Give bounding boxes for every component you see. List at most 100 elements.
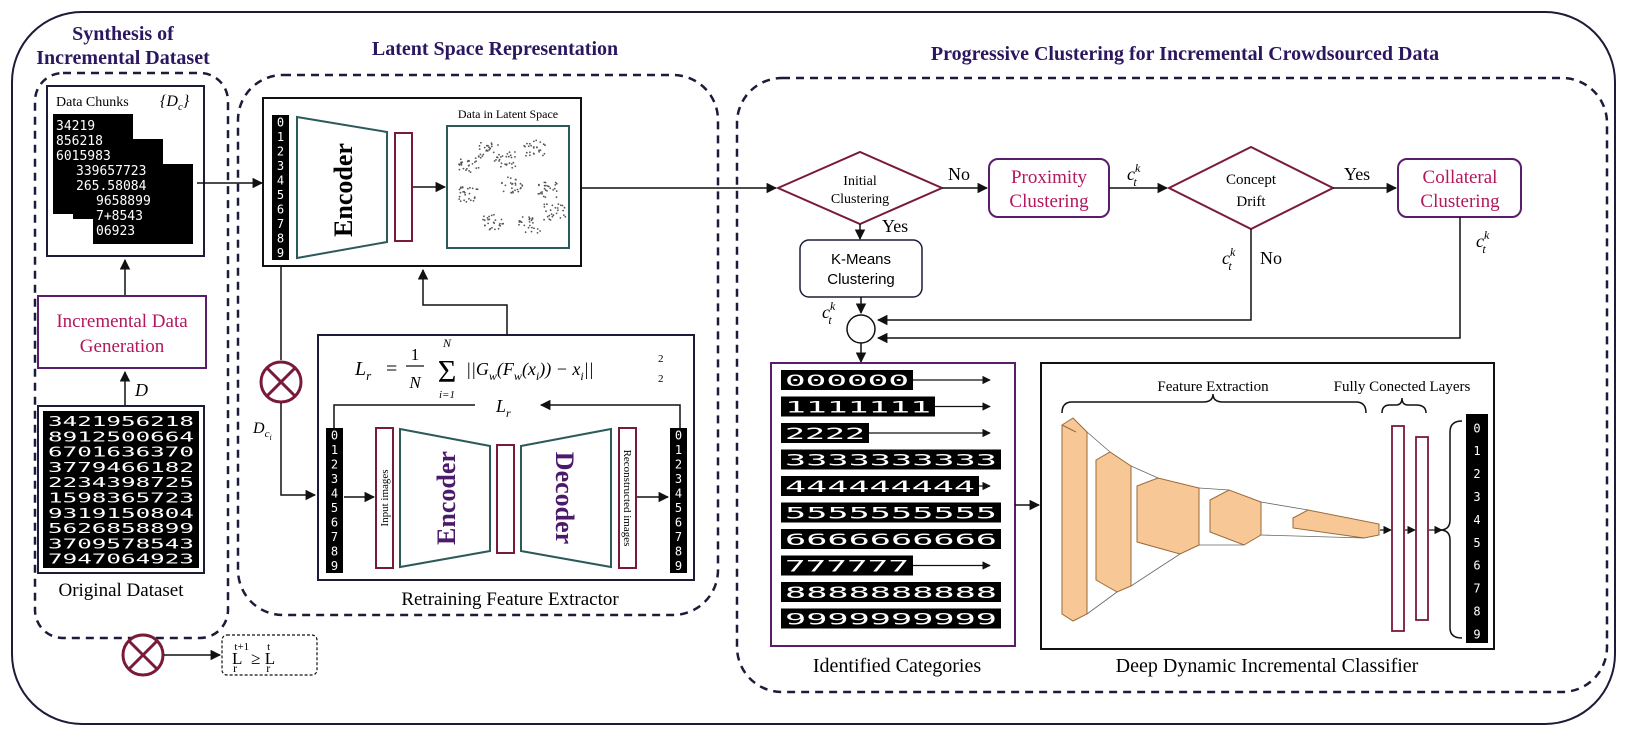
latent-point: [473, 196, 476, 199]
latent-point: [507, 176, 509, 179]
latent-point: [546, 215, 549, 218]
latent-point: [514, 151, 516, 153]
latent-point: [459, 187, 462, 190]
latent-point: [514, 156, 516, 158]
latent-point: [559, 217, 562, 219]
concept-drift-line2: Drift: [1236, 194, 1266, 210]
output-digit: 9: [1473, 627, 1480, 641]
original-digit-row: 3779466182: [48, 461, 194, 476]
latent-point: [475, 160, 478, 163]
generation-line2: Generation: [80, 336, 165, 357]
svg-text:2: 2: [658, 353, 664, 365]
latent-point: [524, 231, 527, 234]
latent-point: [465, 169, 467, 172]
latent-point: [486, 144, 489, 147]
proximity-line2: Clustering: [1009, 191, 1089, 212]
latent-point: [469, 186, 471, 189]
latent-point: [475, 188, 478, 191]
latent-point: [561, 204, 564, 207]
latent-point: [462, 191, 464, 193]
latent-point: [482, 218, 484, 221]
latent-point: [536, 146, 538, 149]
latent-point: [508, 151, 511, 154]
digit-column-input: [326, 428, 343, 573]
svg-text:Lr: Lr: [354, 358, 372, 383]
latent-point: [459, 158, 462, 161]
latent-point: [563, 206, 566, 209]
latent-point: [483, 219, 486, 222]
latent-point: [509, 154, 512, 157]
column-digit: 7: [331, 530, 338, 544]
latent-point: [551, 215, 554, 218]
column-digit: 8: [277, 232, 284, 246]
original-dataset-label: Original Dataset: [58, 580, 184, 601]
latent-point: [462, 167, 465, 170]
latent-point: [527, 145, 530, 148]
arrow-drift-no-to-merge: [876, 229, 1252, 326]
output-digit: 5: [1473, 536, 1480, 550]
latent-point: [461, 186, 464, 188]
latent-point: [483, 215, 485, 218]
latent-point: [494, 228, 496, 231]
latent-point: [502, 190, 505, 193]
synthesis-title-line1: Synthesis of: [72, 23, 174, 45]
latent-point: [529, 154, 531, 157]
latent-point: [500, 156, 502, 158]
category-digits: 9999999999: [785, 610, 997, 629]
arrow-retraining-to-latent: [417, 268, 508, 335]
latent-point: [480, 141, 482, 144]
latent-point: [501, 155, 504, 157]
latent-point: [510, 156, 513, 159]
column-digit: 2: [675, 458, 682, 472]
latent-point: [557, 203, 560, 206]
latent-point: [493, 160, 496, 162]
latent-point: [458, 168, 461, 171]
latent-point: [458, 195, 461, 198]
legend-xor-cross-b: [127, 639, 159, 671]
latent-point: [467, 164, 470, 167]
original-digit-row: 3421956218: [48, 415, 194, 430]
column-digit: 0: [277, 116, 284, 130]
latent-point: [549, 219, 552, 221]
latent-point: [482, 153, 485, 156]
latent-point: [486, 217, 489, 219]
column-digit: 9: [277, 246, 284, 260]
arrow-xor-to-retraining: [280, 403, 317, 501]
latent-point: [478, 148, 481, 151]
latent-point: [500, 182, 503, 185]
latent-point: [549, 187, 552, 190]
output-digit: 1: [1473, 444, 1480, 458]
latent-point: [511, 183, 513, 186]
output-digit: 3: [1473, 490, 1480, 504]
column-digit: 1: [277, 130, 284, 144]
legend-condition-box: [221, 634, 318, 676]
category-strip: [781, 529, 1001, 549]
chunk-digit-row: 339657723: [76, 164, 146, 179]
latent-point: [459, 200, 462, 203]
column-digit: 3: [675, 472, 682, 486]
latent-point: [464, 191, 466, 194]
category-digits: 3333333333: [785, 451, 997, 470]
latent-point: [512, 161, 515, 164]
latent-point: [485, 149, 488, 152]
latent-point: [494, 219, 497, 222]
latent-point: [477, 166, 480, 169]
latent-point: [492, 221, 495, 224]
input-images-label: Input images: [379, 469, 391, 526]
original-digit-row: 8912500664: [48, 430, 194, 445]
latent-point: [488, 228, 491, 231]
latent-point: [488, 218, 491, 221]
category-digits: 1111111: [785, 398, 931, 417]
column-digit: 2: [331, 458, 338, 472]
chunk-digit-row: 6015983: [56, 149, 111, 164]
latent-point: [499, 222, 501, 225]
chunk-digit-row: 9658899: [96, 194, 151, 209]
column-digit: 4: [277, 174, 284, 188]
category-digits: 2222: [785, 424, 865, 443]
latent-point: [502, 222, 505, 225]
latent-point: [520, 221, 523, 224]
latent-point: [508, 162, 511, 165]
svg-text:2: 2: [658, 373, 664, 385]
encoder-label: Encoder: [329, 143, 358, 237]
